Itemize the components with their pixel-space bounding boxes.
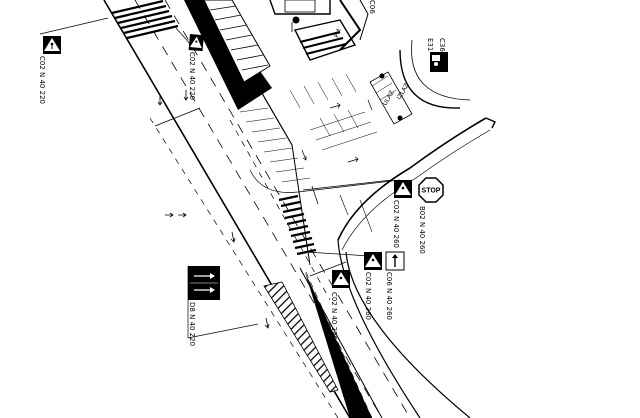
parking-arrows: [301, 99, 373, 163]
lane-arrow-icon: [188, 266, 220, 300]
sign-code-c06-top: C06: [368, 0, 376, 14]
izlaz-marking: IZLAZ: [396, 82, 411, 101]
sign-code-c02-lower: C02 N 40 220: [330, 292, 338, 340]
sign-code-c02-left: C02 N 40 220: [38, 56, 46, 104]
sign-code-c02-upper: C02 N 40 220: [188, 52, 196, 100]
sign-code-c02-mid: C02 N 40 260: [392, 200, 400, 248]
sign-code-e31: E31: [426, 38, 434, 51]
sign-code-c06: C06 N 40 260: [385, 272, 393, 320]
hatched-area: [263, 281, 339, 393]
sign-code-d8: D8 N 40 220: [188, 302, 196, 346]
sign-code-c02-right: C02 N 40 260: [364, 272, 372, 320]
pedestrian-crossing-icon: [188, 34, 204, 52]
pedestrian-crossing-icon: [394, 180, 412, 198]
ulaz-marking: ULAZ: [382, 90, 396, 107]
traffic-island-black: [305, 272, 372, 418]
lane-arrows: [157, 90, 270, 329]
top-zebra-crossing: [111, 0, 179, 40]
stop-octagon-icon: STOP: [418, 177, 444, 203]
pedestrian-crossing-icon: [364, 252, 382, 270]
parking-lot: [239, 73, 401, 193]
pedestrian-crossing-icon: [332, 270, 350, 288]
side-road: [299, 117, 496, 418]
sign-code-c36: C36: [438, 38, 446, 52]
sign-code-b02: B02 N 40 260: [418, 206, 426, 254]
pedestrian-crossing-icon: [43, 36, 61, 54]
leader-lines: [39, 17, 393, 339]
sign-c36: [430, 52, 448, 72]
pm-marking: PM: [333, 28, 343, 39]
top-right-structures: [269, 0, 369, 61]
entrance-island: [369, 39, 471, 125]
building: [184, 0, 272, 110]
lane-arrow-icon: [385, 251, 405, 271]
stop-text: STOP: [422, 188, 441, 195]
junction-zebra-crossing: [278, 194, 317, 256]
wheelchair-marks: [379, 73, 403, 121]
